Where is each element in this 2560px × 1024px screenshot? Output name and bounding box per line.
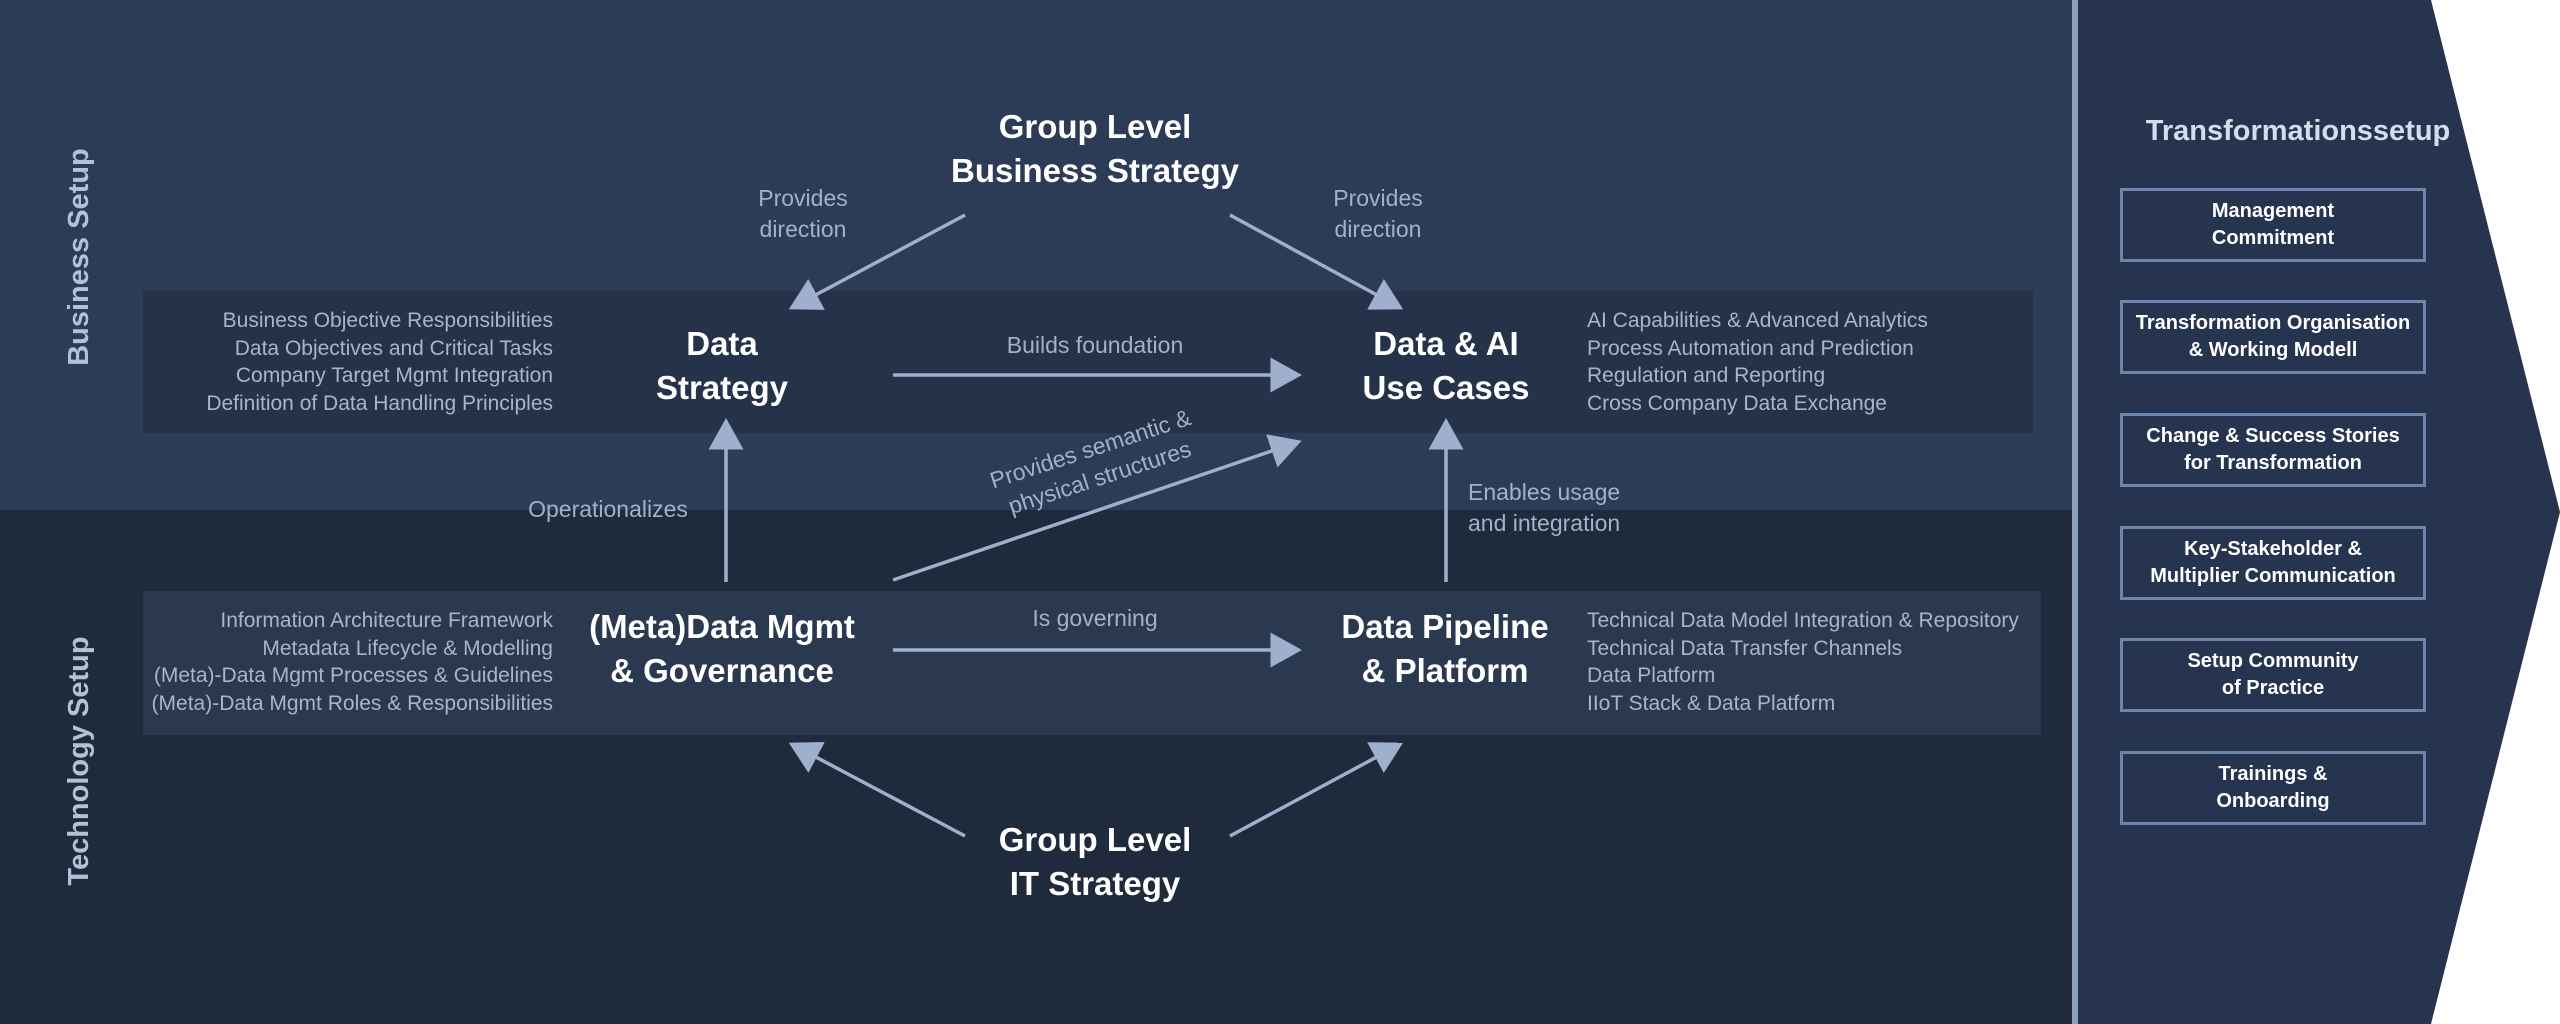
chevron-shape [2078,0,2560,1024]
label-enables-usage: Enables usage and integration [1468,479,1621,536]
side-box-management-commitment: Management Commitment [2120,188,2426,262]
bullet-item: Regulation and Reporting [1587,364,1826,387]
bullet-item: Technical Data Transfer Channels [1587,636,1903,660]
side-box-key-stakeholder: Key-Stakeholder & Multiplier Communicati… [2120,526,2426,600]
meta-data-node: (Meta)Data Mgmt & Governance [589,608,855,689]
business-row-panel [143,291,2033,433]
label-operationalizes: Operationalizes [528,496,688,522]
flow-arrows [708,213,1464,838]
bullet-item: Business Objective Responsibilities [222,309,553,332]
node-shapes [0,0,2072,1024]
label-provides-direction-left: Provides direction [758,185,848,242]
arrow-provides-semantic [892,434,1302,582]
bullet-item: Definition of Data Handling Principles [206,391,553,415]
bullet-item: IIoT Stack & Data Platform [1587,691,1836,715]
side-box-trainings-onboarding: Trainings & Onboarding [2120,751,2426,825]
bullet-item: Process Automation and Prediction [1587,336,1914,360]
bullet-item: Data Objectives and Critical Tasks [234,336,553,360]
transformationssetup-title: Transformationssetup [2145,115,2451,147]
use-cases-node: Data & AI Use Cases [1362,325,1530,406]
arrow-it-to-meta-data [788,741,966,838]
label-provides-direction-right: Provides direction [1333,185,1423,242]
bullet-item: Company Target Mgmt Integration [235,364,553,387]
side-box-change-success-stories: Change & Success Stories for Transformat… [2120,413,2426,487]
label-builds-foundation: Builds foundation [1006,332,1184,358]
side-box-transformation-organisation: Transformation Organisation & Working Mo… [2120,300,2426,374]
panel-divider [2072,0,2078,1024]
use-cases-bullets: AI Capabilities & Advanced Analytics Pro… [1587,307,1928,417]
arrow-it-to-pipeline [1229,742,1404,838]
bullet-item: Information Architecture Framework [220,609,553,632]
data-strategy-bullets: Business Objective Responsibilities Data… [206,307,553,417]
group-business-strategy: Group Level Business Strategy [951,108,1239,189]
side-box-community-of-practice: Setup Community of Practice [2120,638,2426,712]
bullet-item: Data Platform [1587,664,1716,687]
group-it-strategy: Group Level IT Strategy [998,821,1192,902]
bullet-item: Cross Company Data Exchange [1587,391,1887,415]
pipeline-bullets: Technical Data Model Integration & Repos… [1587,607,2019,717]
bullet-item: AI Capabilities & Advanced Analytics [1587,309,1928,332]
transformation-panel [2078,0,2560,1024]
data-strategy-node: Data Strategy [655,325,789,406]
label-is-governing: Is governing [1032,605,1158,631]
bullet-item: (Meta)-Data Mgmt Processes & Guidelines [153,664,553,687]
bullet-item: (Meta)-Data Mgmt Roles & Responsibilitie… [151,691,553,715]
meta-data-bullets: Information Architecture Framework Metad… [152,607,553,717]
bullet-item: Technical Data Model Integration & Repos… [1587,609,2019,632]
bullet-item: Metadata Lifecycle & Modelling [262,636,553,660]
technology-row-panel [143,591,2041,735]
pipeline-node: Data Pipeline & Platform [1341,608,1549,689]
arrow-business-to-use-cases [1229,213,1404,310]
arrow-business-to-data-strategy [788,213,966,310]
